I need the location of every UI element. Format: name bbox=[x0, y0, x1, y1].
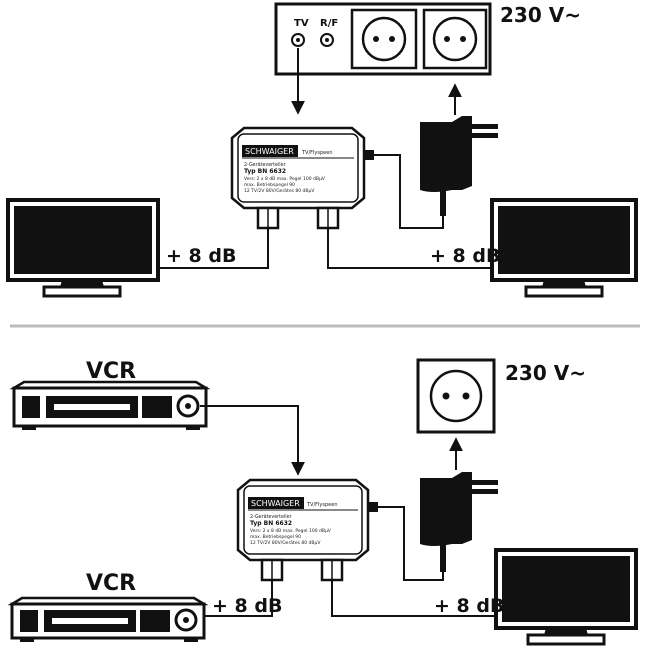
gain-label-right: + 8 dB bbox=[430, 245, 500, 267]
spec-line: max. Betriebspegel 90 bbox=[244, 182, 295, 188]
distribution-amplifier: SCHWAIGER TV/Flyspeen 2-Geräteverteiler … bbox=[230, 126, 374, 230]
tv-port-label: TV bbox=[294, 18, 309, 29]
spec-model: Typ BN 6632 bbox=[244, 168, 286, 175]
spec-line: Vers: 2 x 8 dB max. Pegel 100 dBµV bbox=[244, 176, 326, 182]
brand-name: SCHWAIGER bbox=[245, 147, 294, 156]
gain-label-left: + 8 dB bbox=[212, 595, 282, 617]
spec-line: max. Betriebspegel 90 bbox=[250, 534, 301, 540]
product-tag: TV/Flyspeen bbox=[301, 150, 332, 156]
vcr-top bbox=[9, 380, 211, 430]
cable-to-vcr-bottom bbox=[204, 580, 273, 617]
cable-to-tv-right bbox=[331, 580, 496, 617]
wall-power-socket bbox=[416, 358, 496, 434]
tv-right bbox=[490, 198, 638, 298]
cable-to-tv-right bbox=[327, 228, 492, 269]
power-cable bbox=[378, 506, 444, 581]
cable-to-tv-left bbox=[158, 228, 269, 269]
tv-left bbox=[6, 198, 160, 298]
vcr-label-bottom: VCR bbox=[86, 571, 136, 596]
vcr-label-top: VCR bbox=[86, 359, 136, 384]
spec-model: Typ BN 6632 bbox=[250, 520, 292, 527]
brand-badge bbox=[242, 145, 298, 157]
wall-outlet-plate: TV R/F bbox=[274, 2, 492, 76]
brand-badge bbox=[248, 497, 304, 509]
brand-name: SCHWAIGER bbox=[251, 499, 300, 508]
power-adapter bbox=[420, 116, 498, 216]
vcr-bottom bbox=[7, 596, 209, 642]
power-adapter bbox=[420, 472, 498, 572]
mains-voltage-label: 230 V~ bbox=[500, 3, 581, 27]
spec-line: 2-Geräteverteiler bbox=[250, 514, 292, 520]
product-tag: TV/Flyspeen bbox=[306, 502, 337, 508]
power-cable bbox=[374, 154, 444, 229]
mains-voltage-label: 230 V~ bbox=[505, 361, 586, 385]
vcr-input-cable bbox=[200, 405, 305, 476]
spec-line: 12 TV/2V 80V/Gerätes 80 dBµV bbox=[244, 188, 315, 194]
tv-right bbox=[494, 548, 638, 646]
spec-line: Vers: 2 x 8 dB max. Pegel 100 dBµV bbox=[250, 528, 332, 534]
spec-line: 2-Geräteverteiler bbox=[244, 162, 286, 168]
gain-label-left: + 8 dB bbox=[166, 245, 236, 267]
radio-port-label: R/F bbox=[320, 18, 338, 29]
spec-line: 12 TV/2V 80V/Gerätes 80 dBµV bbox=[250, 540, 321, 546]
gain-label-right: + 8 dB bbox=[434, 595, 504, 617]
distribution-amplifier: SCHWAIGER TV/Flyspeen 2-Geräteverteiler … bbox=[236, 478, 378, 582]
